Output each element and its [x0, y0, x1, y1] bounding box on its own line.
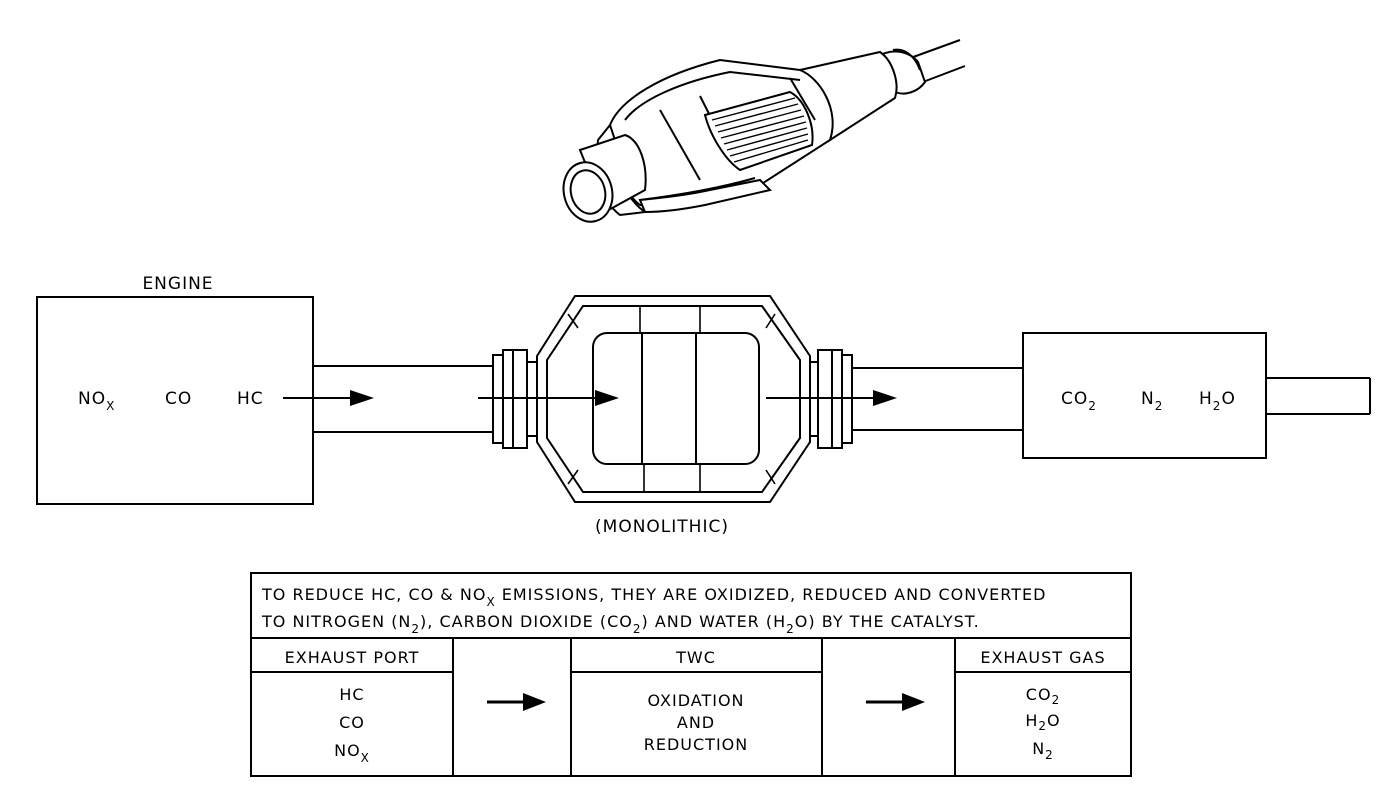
port-item-hc: HC: [339, 685, 364, 704]
outlet-box: CO2 N2 H2O: [1022, 332, 1371, 459]
outlet-species-h2o: H2O: [1199, 389, 1236, 413]
table-arrow-icon: [487, 693, 546, 711]
gas-item-h2o: H2O: [1025, 711, 1060, 733]
gas-item-co2: CO2: [1026, 685, 1060, 707]
outlet-species-co2: CO2: [1061, 389, 1097, 413]
header-twc: TWC: [675, 648, 716, 667]
twc-line-3: REDUCTION: [644, 735, 748, 754]
port-item-co: CO: [339, 713, 365, 732]
outlet-pipe: [766, 367, 1023, 431]
flow-arrow-icon: [766, 390, 897, 406]
header-exhaust-port: EXHAUST PORT: [285, 648, 420, 667]
engine-species-co: CO: [165, 389, 192, 409]
engine-title: ENGINE: [142, 274, 213, 294]
converter-caption: (MONOLITHIC): [595, 517, 729, 537]
header-exhaust-gas: EXHAUST GAS: [980, 648, 1105, 667]
flow-arrow-icon: [478, 390, 619, 406]
flow-arrow-icon: [283, 390, 374, 406]
gas-item-n2: N2: [1032, 739, 1054, 762]
summary-line-1: TO REDUCE HC, CO & NOX EMISSIONS, THEY A…: [261, 585, 1046, 609]
table-arrow-icon: [866, 693, 925, 711]
converter-schematic: (MONOLITHIC): [478, 295, 853, 537]
summary-table: TO REDUCE HC, CO & NOX EMISSIONS, THEY A…: [250, 572, 1132, 777]
twc-line-2: AND: [677, 713, 715, 732]
converter-illustration: [562, 39, 966, 223]
engine-species-hc: HC: [237, 389, 264, 409]
engine-block: ENGINE NOX CO HC: [36, 274, 374, 505]
outlet-species-n2: N2: [1141, 389, 1163, 413]
port-item-nox: NOX: [334, 741, 370, 765]
inlet-pipe: [313, 365, 493, 433]
engine-species-nox: NOX: [78, 389, 115, 413]
summary-line-2: TO NITROGEN (N2), CARBON DIOXIDE (CO2) A…: [261, 612, 980, 636]
twc-line-1: OXIDATION: [647, 691, 744, 710]
